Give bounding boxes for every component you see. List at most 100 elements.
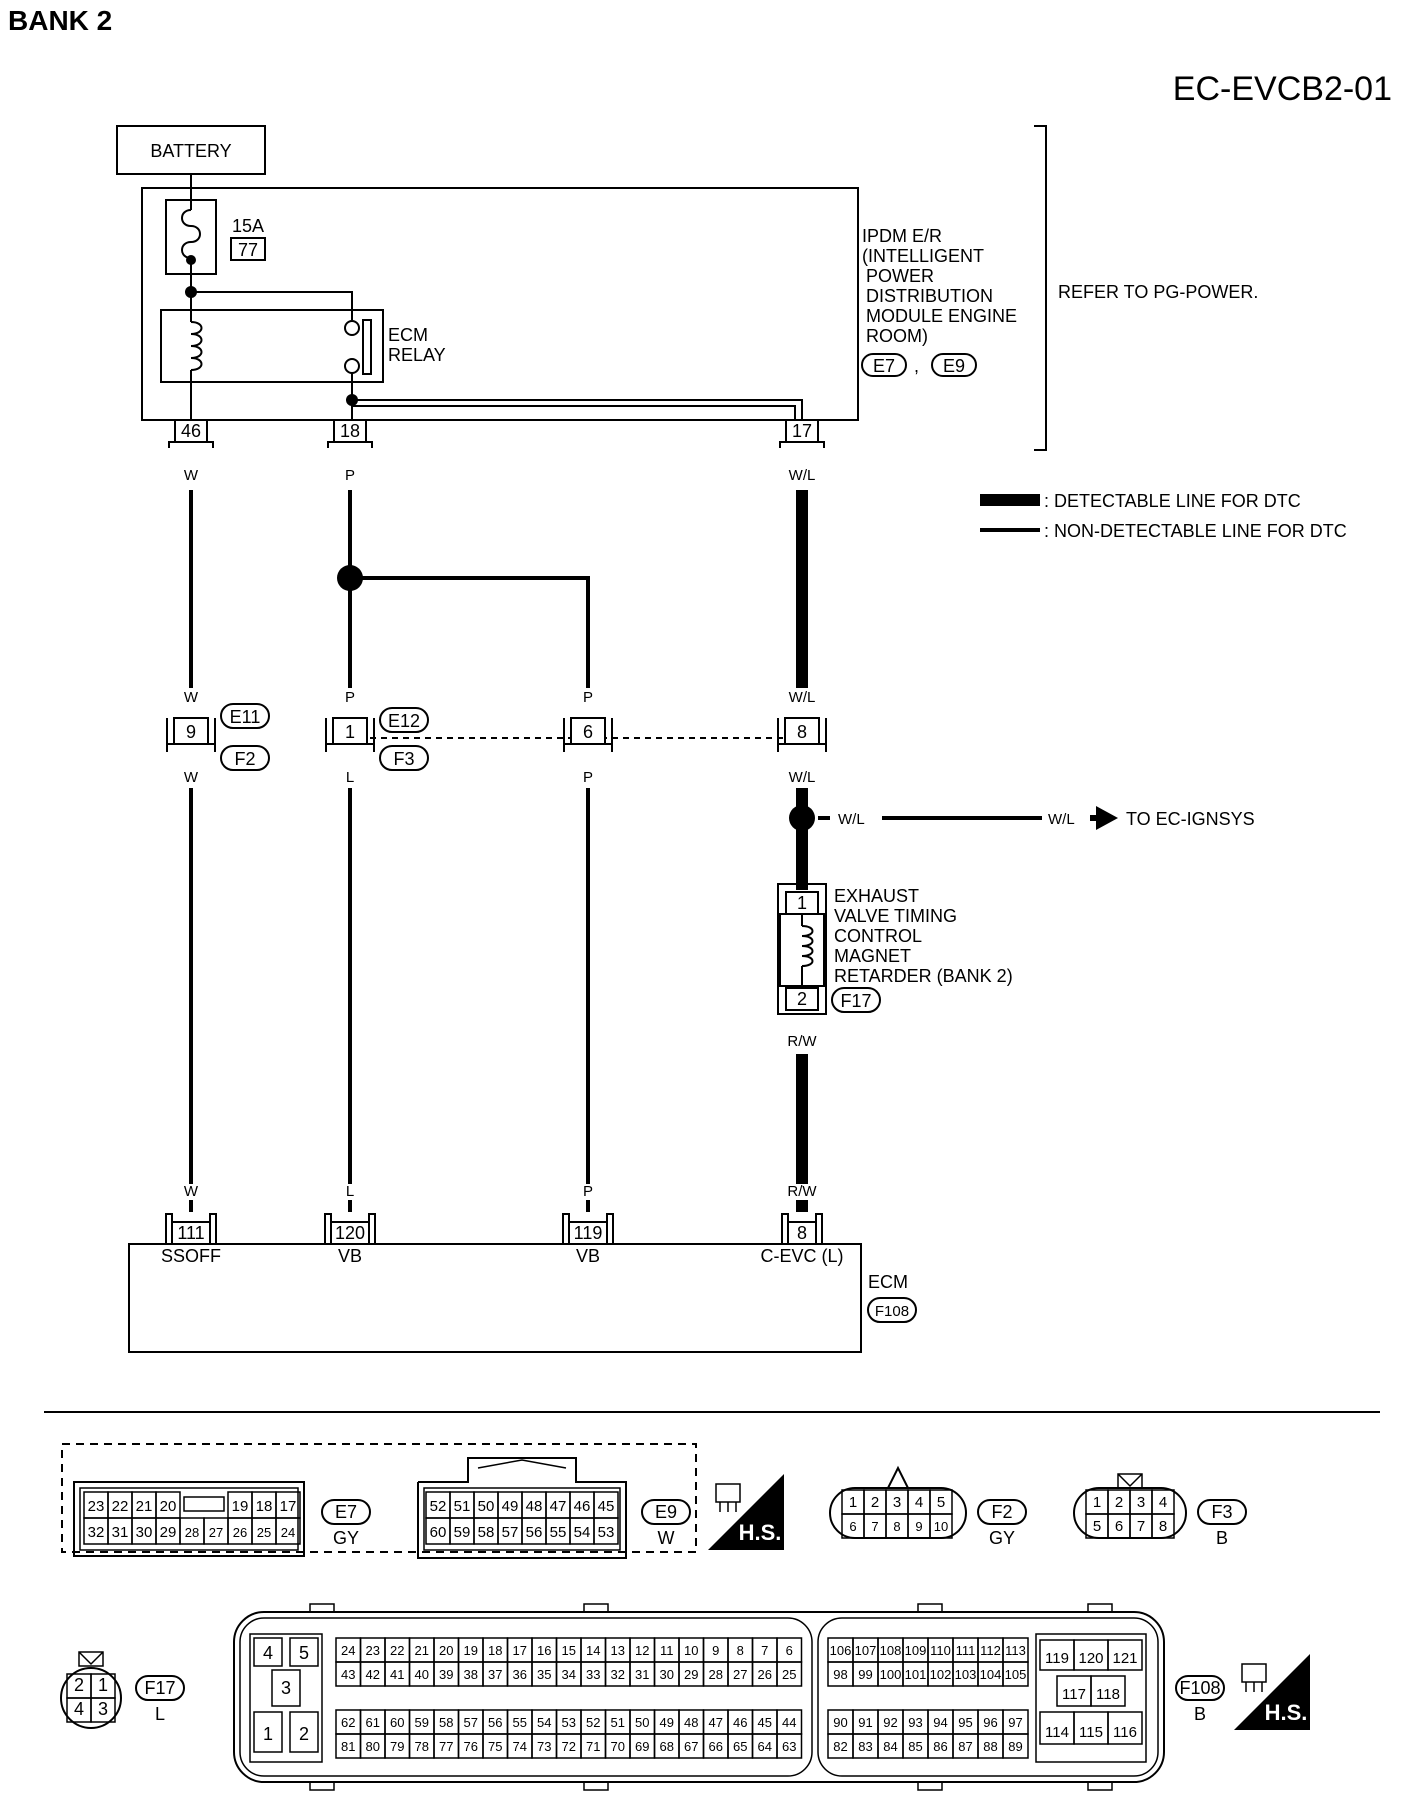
ecm-pin-label-1: SSOFF: [161, 1246, 221, 1266]
pin-51: 51: [454, 1498, 471, 1515]
pin-58: 58: [478, 1524, 495, 1541]
terminal-17: 17: [792, 421, 812, 441]
legend-detectable: : DETECTABLE LINE FOR DTC: [1044, 491, 1301, 511]
pin-50: 50: [478, 1498, 495, 1515]
ecm-terminal-120: 120: [335, 1223, 365, 1243]
pin-101: 101: [905, 1667, 927, 1682]
pin-117: 117: [1062, 1686, 1086, 1703]
pin-27: 27: [209, 1525, 223, 1540]
wire-l-1: L: [346, 769, 354, 786]
wire-w-3: W: [184, 769, 199, 786]
pin-104: 104: [980, 1667, 1002, 1682]
pin-3: 3: [1137, 1494, 1145, 1511]
pin-47: 47: [709, 1715, 723, 1730]
fuse-number: 77: [238, 240, 258, 260]
pin-5: 5: [299, 1643, 309, 1663]
pin-3: 3: [893, 1494, 901, 1511]
pin-87: 87: [958, 1739, 972, 1754]
pin-63: 63: [782, 1739, 796, 1754]
pin-16: 16: [537, 1643, 551, 1658]
pin-5: 5: [937, 1494, 945, 1511]
pin-2: 2: [74, 1675, 84, 1695]
pin-24: 24: [281, 1525, 295, 1540]
pin-103: 103: [955, 1667, 977, 1682]
evc-solenoid-box: [777, 883, 827, 1015]
wire-p-2: P: [345, 689, 355, 706]
wire-w-2: W: [184, 689, 199, 706]
pin-45: 45: [758, 1715, 772, 1730]
pin-48: 48: [526, 1498, 543, 1515]
pin-41: 41: [390, 1667, 404, 1682]
svg-text:VALVE TIMING: VALVE TIMING: [834, 906, 957, 926]
pin-59: 59: [454, 1524, 471, 1541]
conn-id-F17: F17: [144, 1678, 175, 1698]
pin-49: 49: [502, 1498, 519, 1515]
pin-56: 56: [488, 1715, 502, 1730]
pin-67: 67: [684, 1739, 698, 1754]
pin-92: 92: [883, 1715, 897, 1730]
pin-62: 62: [341, 1715, 355, 1730]
pin-2: 2: [299, 1724, 309, 1744]
pin-54: 54: [574, 1524, 591, 1541]
conn-id-F108: F108: [1179, 1678, 1220, 1698]
conn-color-E7: GY: [333, 1528, 359, 1548]
ipdm-connector-e7: E7: [873, 356, 895, 376]
pin-17: 17: [280, 1498, 297, 1515]
pin-6: 6: [1115, 1518, 1123, 1535]
pin-36: 36: [513, 1667, 527, 1682]
pin-112: 112: [980, 1643, 1001, 1658]
pin-115: 115: [1079, 1724, 1103, 1741]
pin-46: 46: [733, 1715, 747, 1730]
pin-57: 57: [502, 1524, 519, 1541]
pin-22: 22: [390, 1643, 404, 1658]
ecm-relay-box: [160, 309, 384, 383]
ecm-box: [128, 1243, 862, 1353]
pin-48: 48: [684, 1715, 698, 1730]
svg-text:EXHAUST: EXHAUST: [834, 886, 919, 906]
hs-label: H.S.: [739, 1520, 782, 1545]
pin-52: 52: [430, 1498, 447, 1515]
pin-4: 4: [263, 1643, 273, 1663]
pin-22: 22: [112, 1498, 129, 1515]
pin-32: 32: [88, 1524, 105, 1541]
pin-71: 71: [586, 1739, 600, 1754]
wire-p-1: P: [345, 467, 355, 484]
pin-60: 60: [390, 1715, 404, 1730]
pin-94: 94: [933, 1715, 947, 1730]
pin-110: 110: [930, 1643, 951, 1658]
pin-8: 8: [893, 1519, 900, 1534]
pin-10: 10: [684, 1643, 698, 1658]
pin-11: 11: [660, 1643, 674, 1658]
pin-39: 39: [439, 1667, 453, 1682]
pin-29: 29: [160, 1524, 177, 1541]
refer-note: REFER TO PG-POWER.: [1058, 282, 1258, 302]
pin-55: 55: [550, 1524, 567, 1541]
pin-64: 64: [758, 1739, 772, 1754]
pin-76: 76: [464, 1739, 478, 1754]
pin-105: 105: [1005, 1667, 1027, 1682]
wire-wl-5: W/L: [1048, 811, 1075, 828]
pin-30: 30: [660, 1667, 674, 1682]
pin-21: 21: [415, 1643, 429, 1658]
pin-73: 73: [537, 1739, 551, 1754]
evc-name: EXHAUST VALVE TIMING CONTROL MAGNET RETA…: [834, 886, 1013, 986]
ipdm-name: IPDM E/R (INTELLIGENT POWER DISTRIBUTION…: [862, 226, 1017, 346]
pin-99: 99: [858, 1667, 872, 1682]
pin-69: 69: [635, 1739, 649, 1754]
pin-60: 60: [430, 1524, 447, 1541]
joint-terminal-8: 8: [797, 722, 807, 742]
pin-121: 121: [1112, 1650, 1137, 1667]
conn-id-F2: F2: [991, 1502, 1012, 1522]
legend-non-detectable: : NON-DETECTABLE LINE FOR DTC: [1044, 521, 1347, 541]
pin-118: 118: [1096, 1686, 1120, 1703]
ecm-pin-label-4: C-EVC (L): [760, 1246, 843, 1266]
hs-icon-1: H.S.: [707, 1473, 785, 1551]
pin-58: 58: [439, 1715, 453, 1730]
pin-7: 7: [871, 1519, 878, 1534]
pin-18: 18: [488, 1643, 502, 1658]
pin-27: 27: [733, 1667, 747, 1682]
pin-8: 8: [1159, 1518, 1167, 1535]
pin-19: 19: [464, 1643, 478, 1658]
